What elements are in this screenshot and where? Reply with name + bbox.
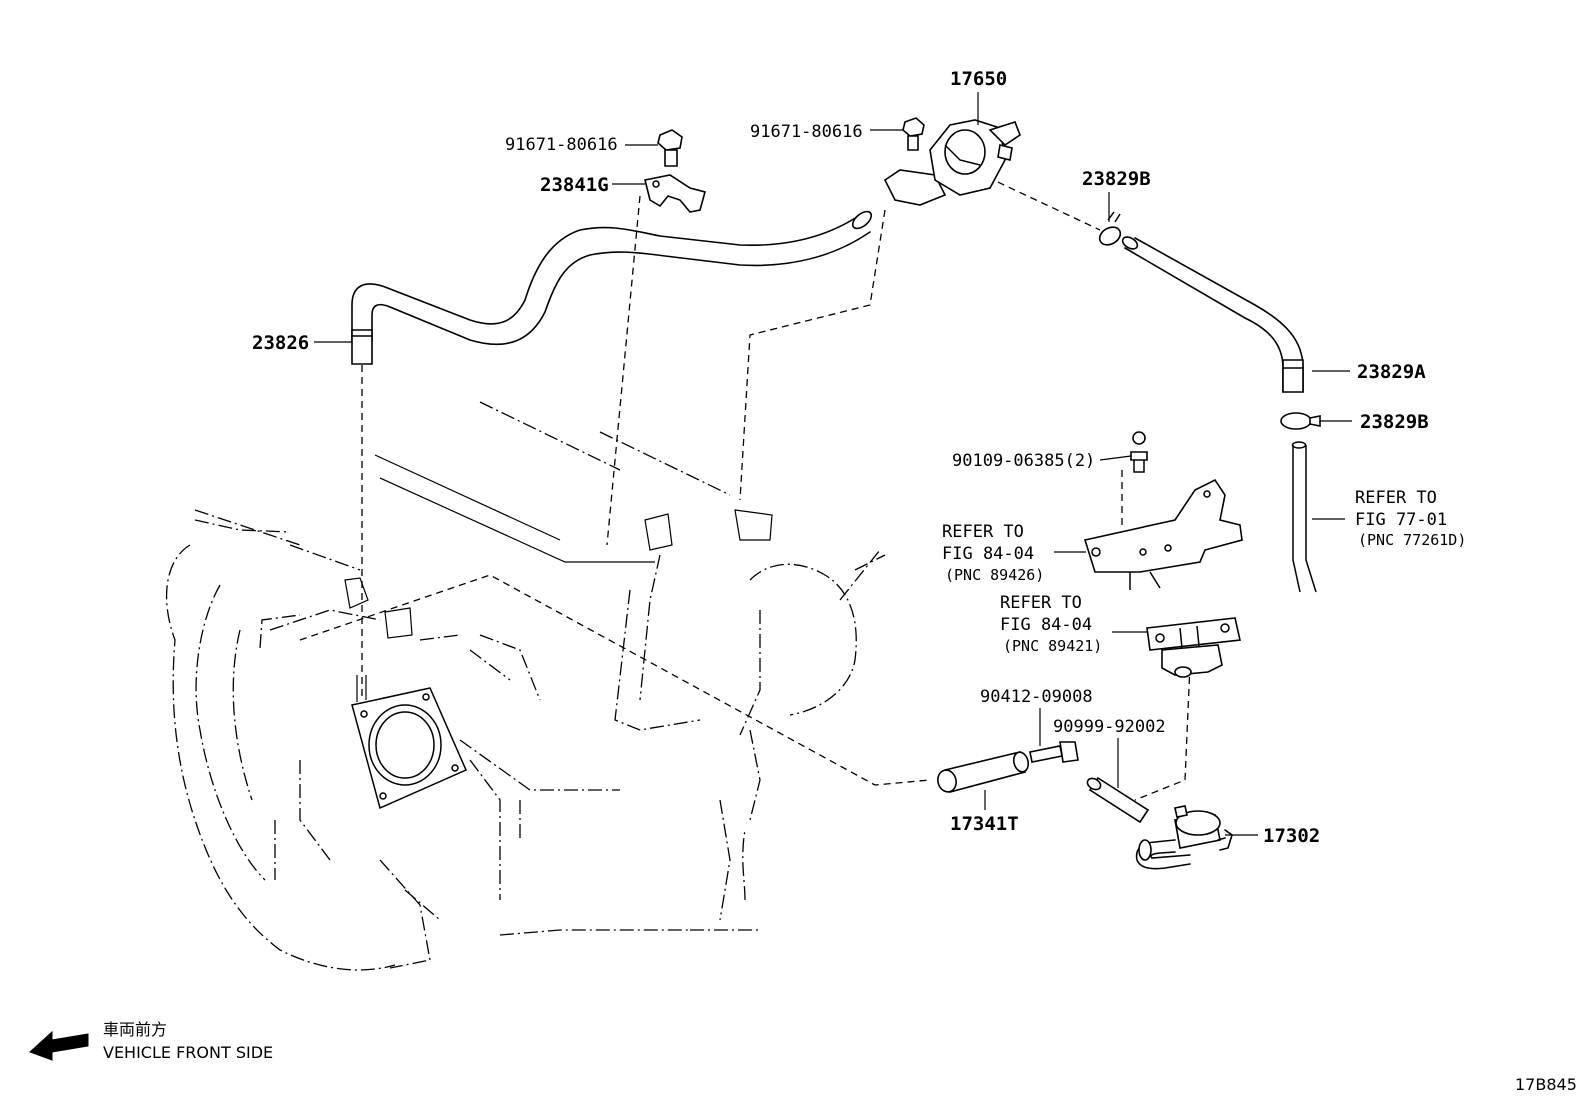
ref-84b-pnc: (PNC 89421) — [1003, 637, 1102, 655]
label-90412-09008: 90412-09008 — [980, 687, 1093, 707]
ref-84a-line2: FIG 84-04 — [942, 544, 1034, 564]
connector-90412 — [1029, 741, 1079, 763]
hose-23829A — [1121, 236, 1304, 393]
label-23829A: 23829A — [1357, 361, 1426, 383]
clamp-23829B-bottom — [1280, 412, 1321, 430]
reference-fig-77-01: REFER TO FIG 77-01 (PNC 77261D) — [1355, 488, 1466, 549]
label-17650: 17650 — [950, 68, 1007, 90]
ref-84a-pnc: (PNC 89426) — [945, 566, 1044, 584]
label-23826: 23826 — [252, 332, 309, 354]
vsv-17302 — [1135, 805, 1233, 870]
part-labels: 17650 91671-80616 91671-80616 23841G 238… — [252, 68, 1429, 847]
ref-77-line1: REFER TO — [1355, 488, 1437, 508]
bolt-90109 — [1130, 431, 1148, 473]
bracket-fig-84-04-a — [1083, 478, 1243, 590]
clamp-23829B-top — [1098, 211, 1122, 246]
bolt-91671-right — [902, 117, 925, 151]
hose-23826 — [351, 210, 873, 365]
front-arrow-icon — [29, 1030, 89, 1061]
vehicle-front-indicator: 車両前方 VEHICLE FRONT SIDE — [29, 1020, 273, 1062]
sensor-fig-84-04-b — [1146, 617, 1241, 678]
ref-77-pnc: (PNC 77261D) — [1358, 531, 1466, 549]
throttle-body-flange — [351, 675, 467, 810]
label-90109-06385: 90109-06385(2) — [952, 451, 1095, 471]
label-90999-92002: 90999-92002 — [1053, 717, 1166, 737]
label-91671-80616-left: 91671-80616 — [505, 135, 618, 155]
hose-90999 — [1086, 776, 1150, 824]
leader-lines — [314, 92, 1352, 836]
reference-fig-84-04-b: REFER TO FIG 84-04 (PNC 89421) — [1000, 593, 1102, 655]
vsv-17650 — [883, 119, 1021, 206]
direction-en: VEHICLE FRONT SIDE — [103, 1043, 273, 1062]
ref-84a-line1: REFER TO — [942, 522, 1024, 542]
label-23829B-bottom: 23829B — [1360, 411, 1429, 433]
label-23841G: 23841G — [540, 174, 609, 196]
bracket-23841G — [644, 174, 706, 213]
label-17302: 17302 — [1263, 825, 1320, 847]
pipe-fig-77-01 — [1291, 441, 1317, 593]
bolt-91671-left — [657, 129, 683, 167]
label-17341T: 17341T — [950, 813, 1019, 835]
label-91671-80616-right: 91671-80616 — [750, 122, 863, 142]
ref-77-line2: FIG 77-01 — [1355, 510, 1447, 530]
connection-lines — [299, 176, 1191, 801]
reference-fig-84-04-a: REFER TO FIG 84-04 (PNC 89426) — [942, 522, 1044, 584]
engine-outline — [165, 401, 886, 971]
ref-84b-line1: REFER TO — [1000, 593, 1082, 613]
direction-jp: 車両前方 — [103, 1020, 167, 1039]
label-23829B-top: 23829B — [1082, 168, 1151, 190]
diagram-id: 17B845 — [1515, 1075, 1577, 1094]
hose-17341T — [937, 751, 1030, 793]
ref-84b-line2: FIG 84-04 — [1000, 615, 1092, 635]
